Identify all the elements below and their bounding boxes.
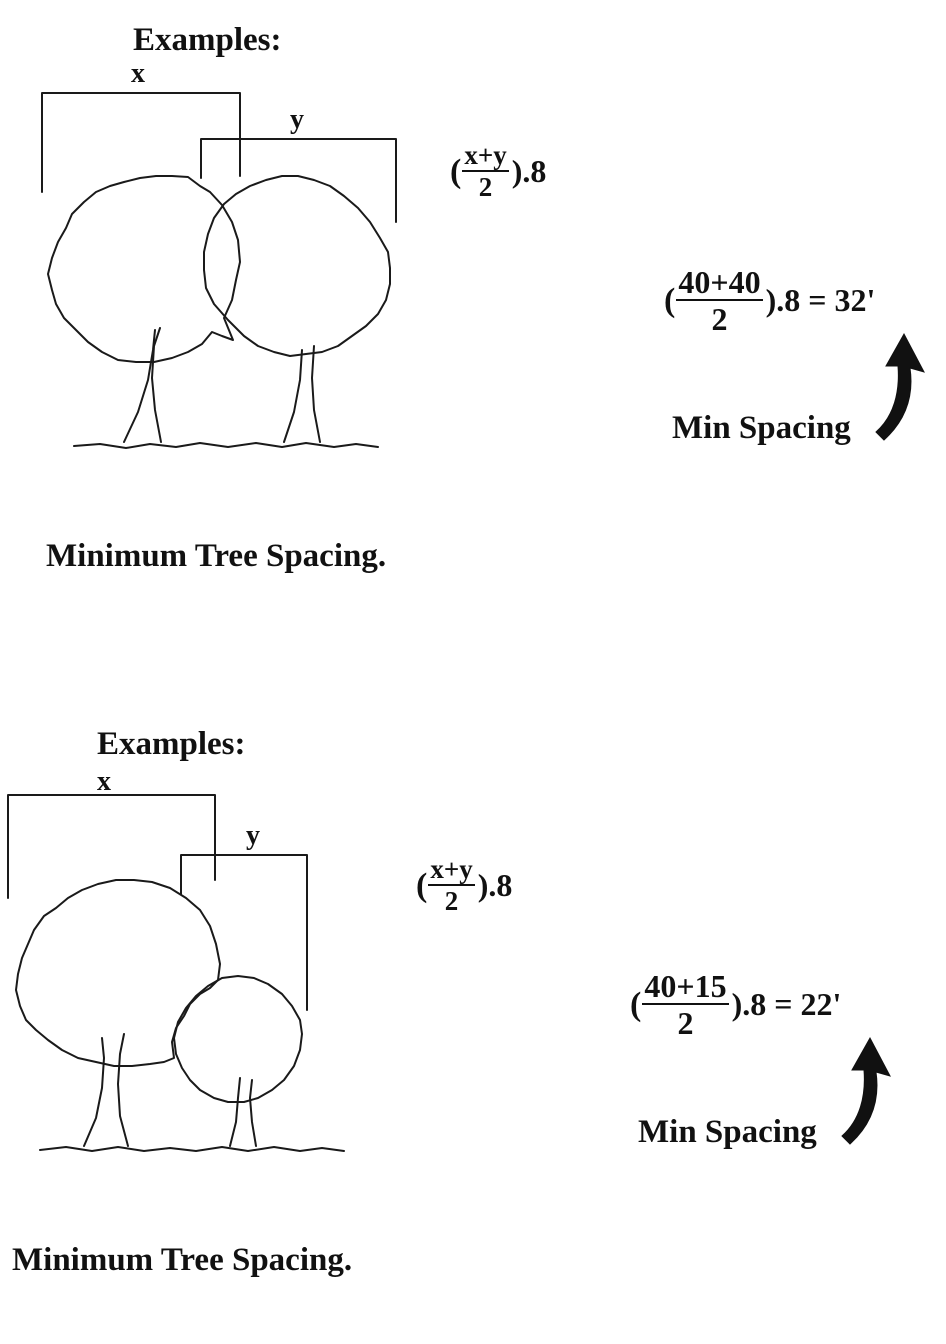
result-denominator: 2 (677, 1005, 694, 1041)
result-numerator: 40+15 (642, 968, 729, 1005)
formula-open: ( (450, 152, 462, 190)
trunk-right-b (249, 1079, 257, 1147)
result-numerator: 40+40 (676, 264, 763, 301)
caption: Minimum Tree Spacing. (12, 1242, 353, 1278)
trunk-left-b (151, 327, 162, 443)
heading: Examples: (97, 726, 246, 762)
tree-canopy-right (203, 175, 391, 357)
caption: Minimum Tree Spacing. (46, 538, 387, 574)
label-x: x (97, 766, 111, 797)
trunk-left-a (83, 1037, 105, 1147)
result-close: ).8 = 22' (731, 986, 842, 1022)
formula-denominator: 2 (478, 172, 493, 202)
trunk-right-b (311, 345, 321, 443)
formula-numerator: x+y (428, 854, 475, 886)
formula-close: ).8 (511, 153, 547, 189)
bracket-y (180, 854, 308, 1011)
curved-arrow-icon (875, 332, 925, 441)
label-y: y (290, 104, 304, 135)
trunk-right-a (229, 1077, 241, 1147)
heading: Examples: (133, 22, 282, 58)
result-denominator: 2 (711, 301, 728, 337)
min-spacing-label: Min Spacing (638, 1114, 817, 1150)
tree-diagram-2 (7, 794, 891, 1152)
formula-numerator: x+y (462, 140, 509, 172)
bracket-x (41, 92, 241, 193)
trunk-right-a (283, 349, 303, 443)
formula-denominator: 2 (444, 886, 459, 916)
bracket-x (7, 794, 216, 899)
formula-close: ).8 (477, 867, 513, 903)
label-x: x (131, 58, 145, 89)
tree-canopy-left (47, 175, 241, 363)
tree-diagram-1 (41, 92, 925, 449)
min-spacing-label: Min Spacing (672, 410, 851, 446)
ground-line (39, 1146, 345, 1152)
bracket-y (200, 138, 397, 223)
result-close: ).8 = 32' (765, 282, 876, 318)
label-y: y (246, 820, 260, 851)
formula-open: ( (416, 866, 428, 904)
trunk-left-a (123, 329, 156, 443)
tree-canopy-right (173, 975, 303, 1103)
ground-line (73, 442, 379, 449)
curved-arrow-icon (841, 1036, 891, 1145)
trunk-left-b (117, 1033, 129, 1147)
tree-canopy-left (15, 879, 221, 1067)
result-open: ( (664, 281, 676, 319)
result-open: ( (630, 985, 642, 1023)
